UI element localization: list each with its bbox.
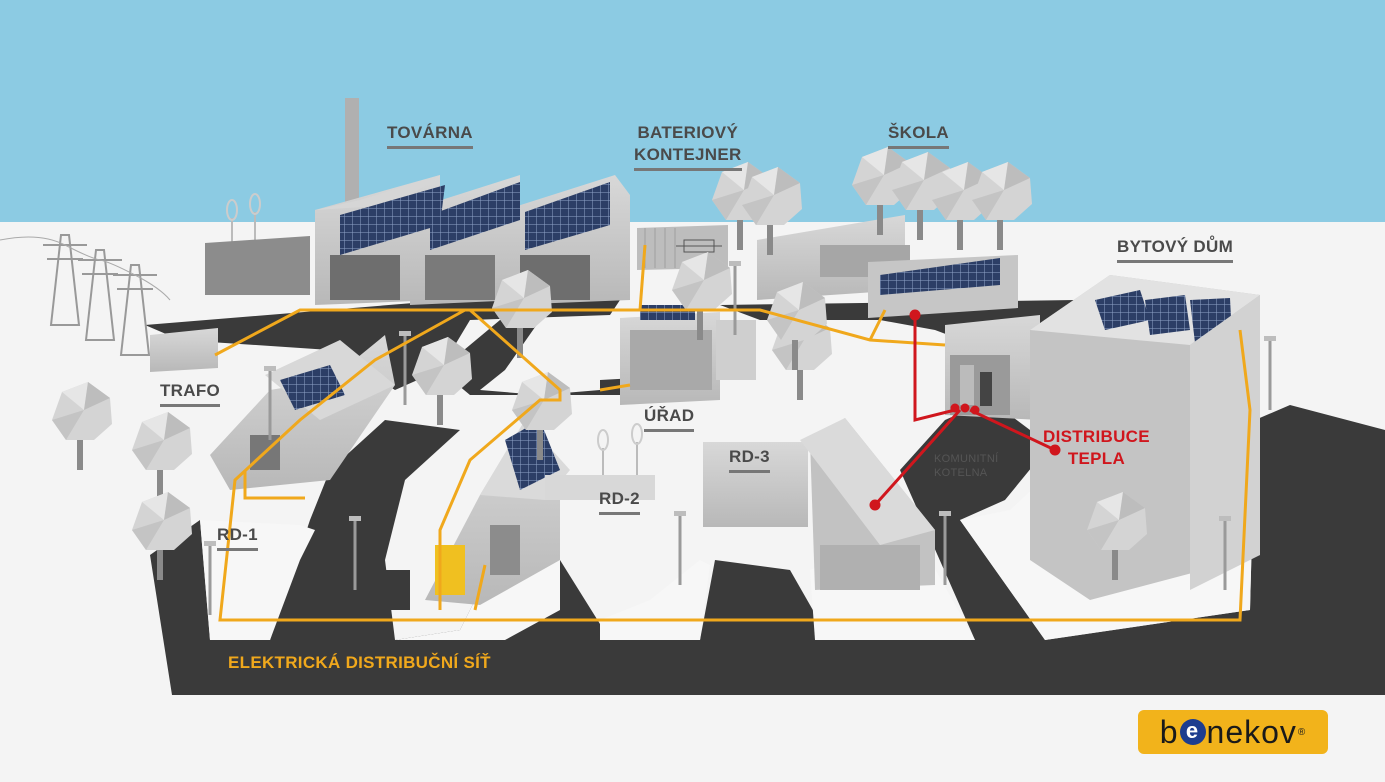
sky bbox=[0, 0, 1385, 222]
apartment-building bbox=[1030, 275, 1260, 600]
label-rd2: RD-2 bbox=[599, 488, 640, 515]
label-elektricka-distribucni-sit: ELEKTRICKÁ DISTRIBUČNÍ SÍŤ bbox=[228, 653, 491, 672]
house-rd2 bbox=[380, 420, 655, 610]
boiler-house bbox=[945, 315, 1040, 420]
office-building bbox=[620, 305, 756, 405]
school-building bbox=[757, 215, 1018, 318]
power-pylon-icon bbox=[0, 234, 171, 356]
transformer-box bbox=[150, 328, 218, 372]
label-bytovy-dum: BYTOVÝ DŮM bbox=[1117, 236, 1234, 263]
label-tovarna: TOVÁRNA bbox=[387, 122, 473, 149]
label-distribuce-tepla: DISTRIBUCE TEPLA bbox=[1043, 427, 1150, 468]
label-skola: ŠKOLA bbox=[888, 122, 949, 149]
label-komunitni-kotelna: KOMUNITNÍ KOTELNA bbox=[934, 453, 999, 479]
label-rd3: RD-3 bbox=[729, 446, 770, 473]
label-trafo: TRAFO bbox=[160, 380, 221, 407]
house-rd1 bbox=[210, 335, 395, 490]
label-urad: ÚŘAD bbox=[644, 405, 695, 432]
label-rd1: RD-1 bbox=[217, 524, 258, 551]
heat-distribution-line bbox=[869, 309, 1061, 511]
factory-building bbox=[205, 98, 630, 305]
label-bateriovy-kontejner: BATERIOVÝ KONTEJNER bbox=[634, 122, 742, 171]
